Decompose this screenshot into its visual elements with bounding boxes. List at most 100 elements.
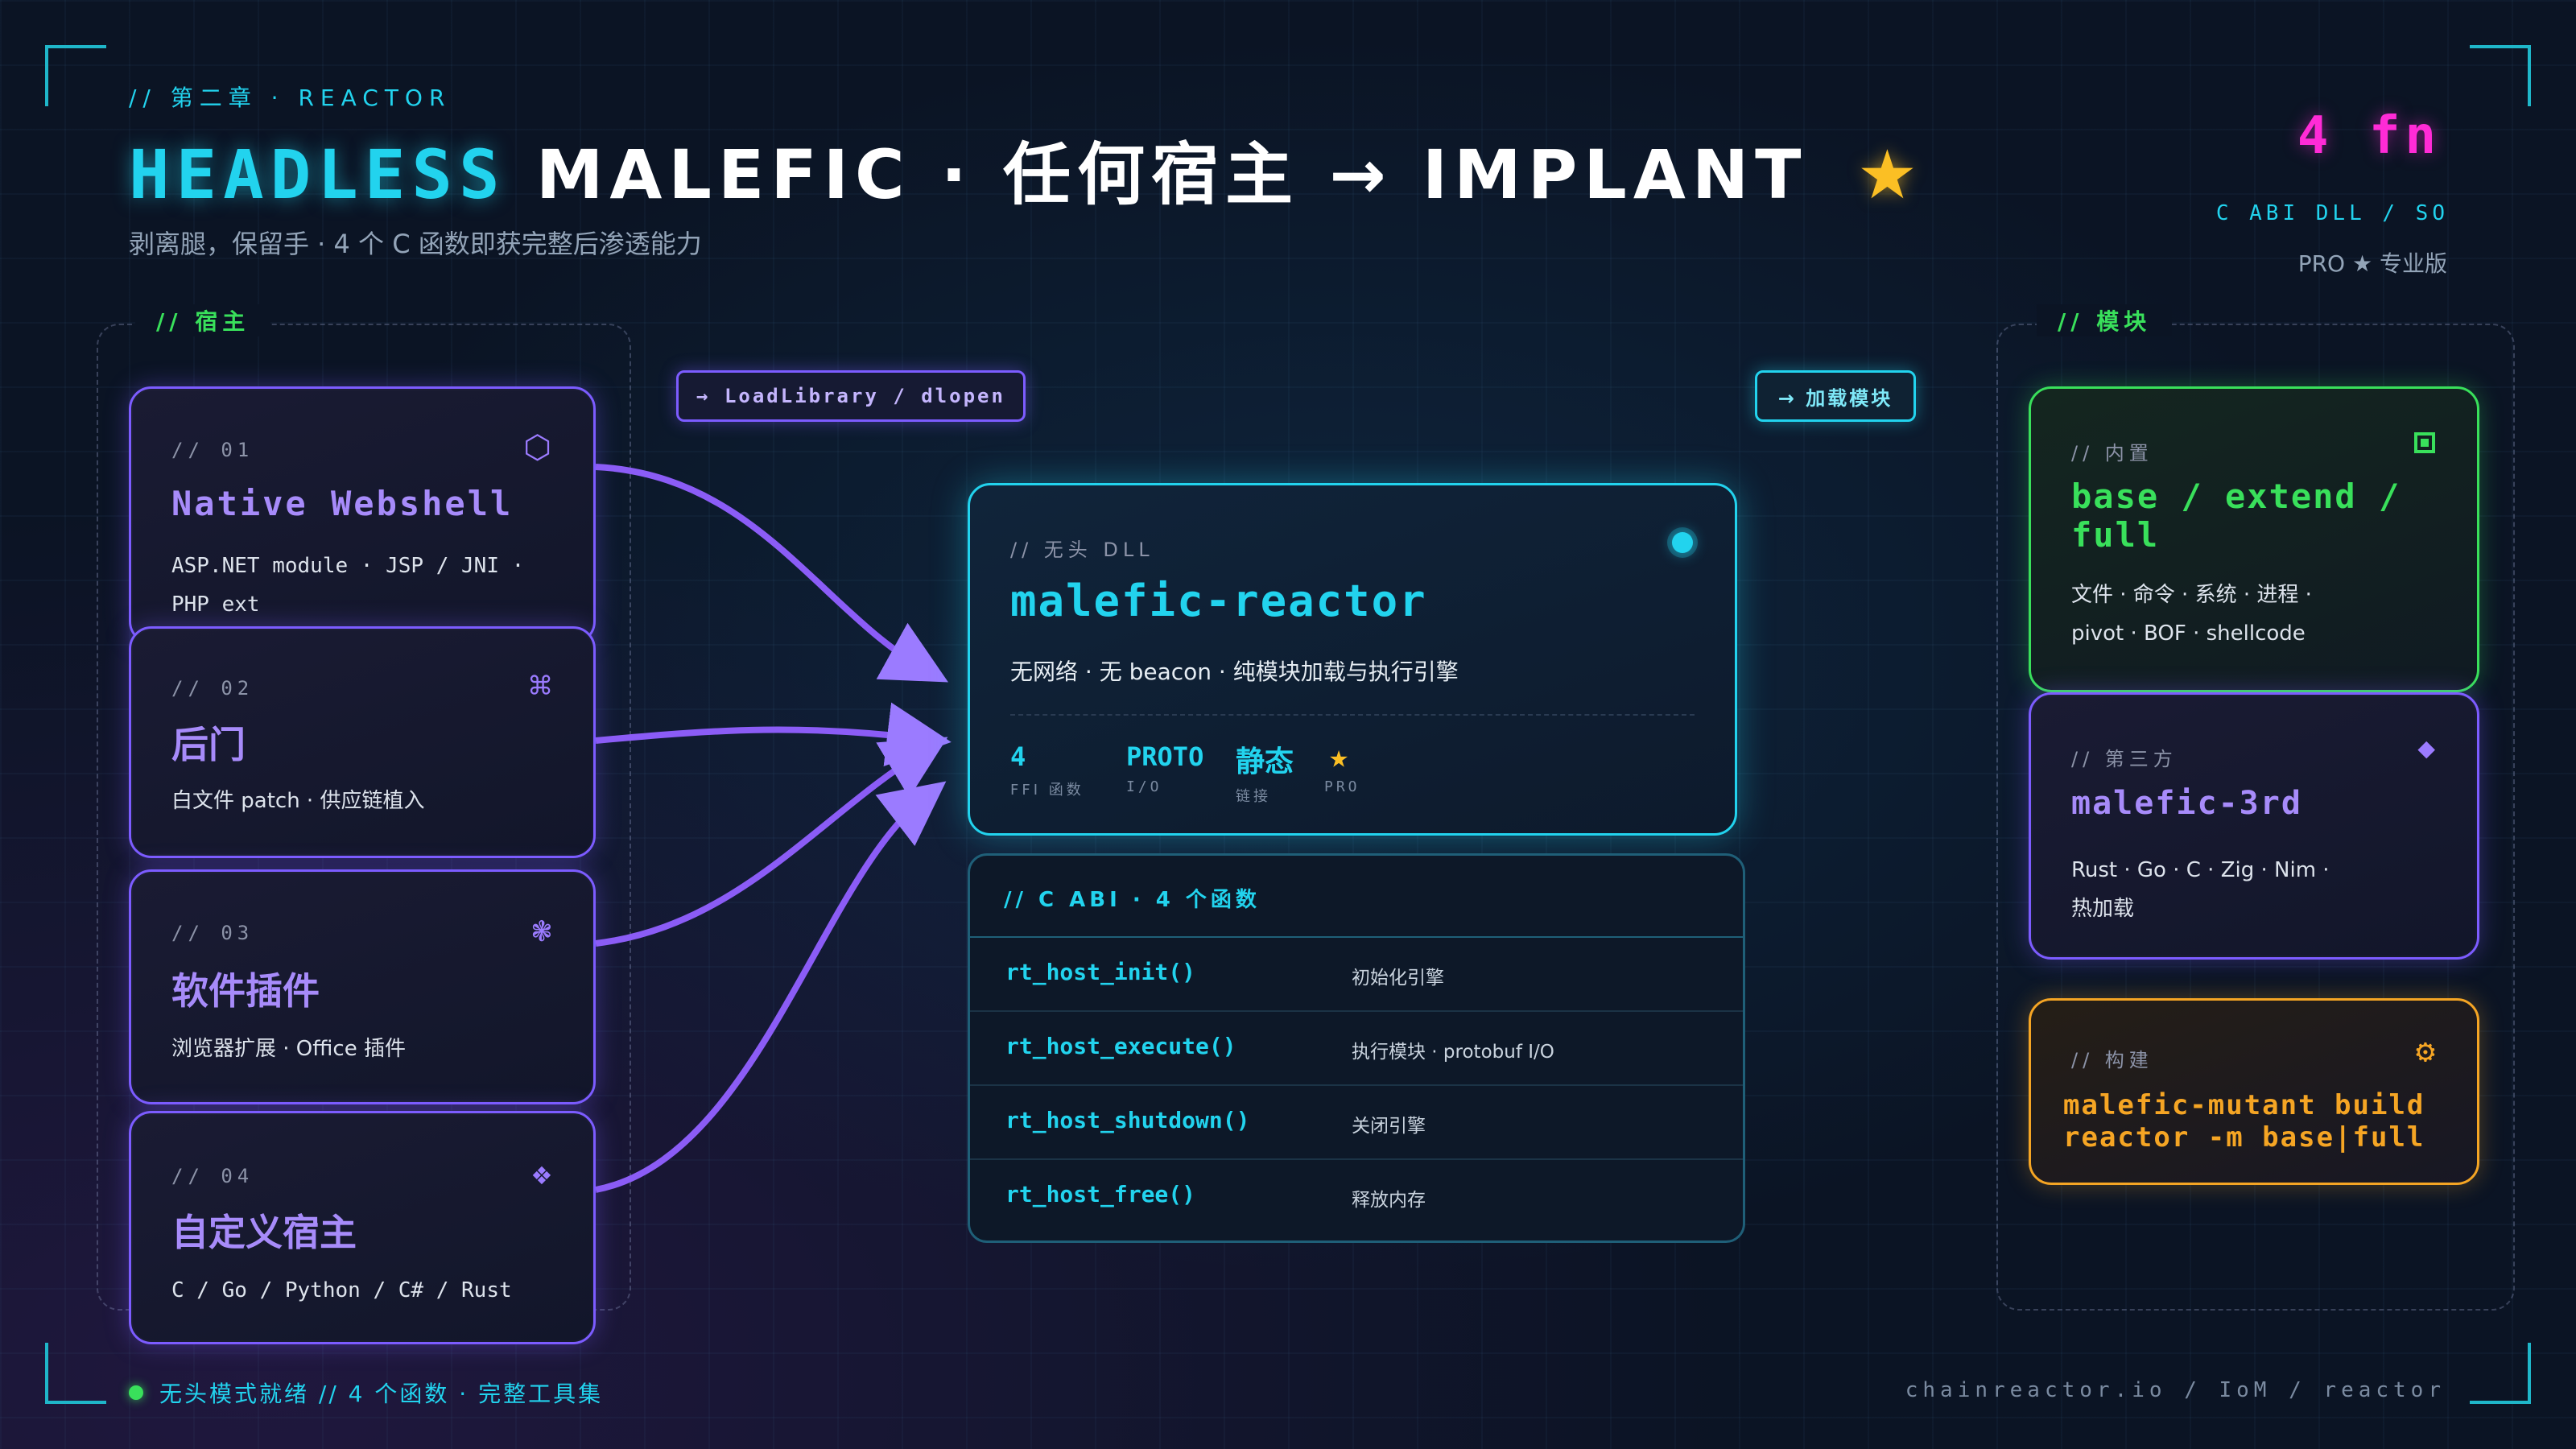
corner-bracket-bottom-left bbox=[45, 1343, 106, 1404]
page-subtitle: 剥离腿，保留手 · 4 个 C 函数即获完整后渗透能力 bbox=[129, 229, 702, 259]
corner-bracket-top-right bbox=[2470, 45, 2531, 106]
host-card-desc: 白文件 patch · 供应链植入 bbox=[171, 789, 425, 813]
flow-arrow-custom bbox=[595, 781, 947, 1193]
stat-label: FFI 函数 bbox=[1010, 782, 1084, 799]
function-count: 4 fn bbox=[2297, 106, 2441, 166]
function-name: rt_host_free() bbox=[1005, 1181, 1196, 1208]
command-icon: ⌘ bbox=[529, 664, 551, 708]
host-card-software-plugin[interactable]: // 03 ❃ 软件插件 浏览器扩展 · Office 插件 bbox=[129, 869, 596, 1104]
module-card-desc-line-1: Rust · Go · C · Zig · Nim · bbox=[2071, 858, 2330, 882]
star-icon: ★ bbox=[1329, 738, 1349, 775]
host-card-kicker: // 02 bbox=[171, 677, 254, 700]
stat-io: PROTO I/O bbox=[1126, 741, 1203, 795]
build-command-line-2: reactor -m base|full bbox=[2063, 1121, 2425, 1154]
function-name: rt_host_execute() bbox=[1005, 1033, 1236, 1059]
reactor-title: malefic-reactor bbox=[1010, 576, 1427, 626]
host-card-custom-host[interactable]: // 04 ❖ 自定义宿主 C / Go / Python / C# / Rus… bbox=[129, 1111, 596, 1344]
hexagon-icon: ⬡ bbox=[523, 429, 551, 466]
module-card-builtin[interactable]: // 内置 base / extend / full 文件 · 命令 · 系统 … bbox=[2029, 386, 2479, 692]
table-row[interactable]: rt_host_execute() 执行模块 · protobuf I/O bbox=[970, 1010, 1743, 1086]
table-row[interactable]: rt_host_shutdown() 关闭引擎 bbox=[970, 1084, 1743, 1160]
host-card-kicker: // 04 bbox=[171, 1165, 254, 1187]
build-command: malefic-mutant build reactor -m base|ful… bbox=[2063, 1089, 2425, 1154]
abi-function-table: // C ABI · 4 个函数 rt_host_init() 初始化引擎 rt… bbox=[968, 853, 1745, 1243]
abi-format-line: C ABI DLL / SO bbox=[2215, 201, 2449, 225]
chapter-kicker: // 第二章 · REACTOR bbox=[129, 85, 452, 111]
function-desc: 初始化引擎 bbox=[1352, 968, 1444, 989]
stat-ffi: 4 FFI 函数 bbox=[1010, 741, 1084, 799]
corner-bracket-bottom-right bbox=[2470, 1343, 2531, 1404]
module-panel bbox=[1996, 324, 2515, 1311]
module-card-desc: 文件 · 命令 · 系统 · 进程 · pivot · BOF · shellc… bbox=[2071, 576, 2312, 653]
diamond-icon: ❖ bbox=[531, 1155, 551, 1192]
host-card-kicker: // 01 bbox=[171, 439, 254, 461]
loadlibrary-label: → LoadLibrary / dlopen bbox=[676, 370, 1026, 422]
footer-url[interactable]: chainreactor.io / IoM / reactor bbox=[1905, 1378, 2446, 1402]
function-name: rt_host_init() bbox=[1005, 959, 1196, 985]
host-card-title: Native Webshell bbox=[171, 484, 514, 523]
stat-link: 静态 链接 bbox=[1236, 738, 1294, 806]
host-card-backdoor[interactable]: // 02 ⌘ 后门 白文件 patch · 供应链植入 bbox=[129, 626, 596, 858]
load-module-label: → 加载模块 bbox=[1755, 370, 1916, 422]
gear-icon: ⚙ bbox=[2415, 1033, 2435, 1070]
host-card-kicker: // 03 bbox=[171, 922, 254, 944]
star-icon: ★ bbox=[1856, 135, 1924, 214]
module-card-desc-line-1: 文件 · 命令 · 系统 · 进程 · bbox=[2071, 583, 2312, 607]
stat-label: PRO bbox=[1324, 778, 1360, 795]
module-card-desc-line-2: 热加载 bbox=[2071, 897, 2135, 921]
reactor-divider bbox=[1010, 714, 1695, 716]
reactor-desc: 无网络 · 无 beacon · 纯模块加载与执行引擎 bbox=[1010, 658, 1459, 685]
host-panel-tag: // 宿主 bbox=[135, 304, 271, 336]
host-card-desc: C / Go / Python / C# / Rust bbox=[171, 1278, 512, 1302]
function-desc: 释放内存 bbox=[1352, 1190, 1426, 1211]
module-card-build[interactable]: // 构建 ⚙ malefic-mutant build reactor -m … bbox=[2029, 998, 2479, 1185]
flow-arrow-webshell bbox=[595, 464, 948, 683]
stat-value: 静态 bbox=[1236, 745, 1294, 778]
table-row[interactable]: rt_host_init() 初始化引擎 bbox=[970, 936, 1743, 1012]
abi-table-header: // C ABI · 4 个函数 bbox=[1004, 888, 1261, 912]
host-card-desc-line-1: ASP.NET module · JSP / JNI · bbox=[171, 554, 525, 578]
title-rest: MALEFIC · 任何宿主 → IMPLANT bbox=[535, 135, 1808, 214]
status-footer: 无头模式就绪 // 4 个函数 · 完整工具集 bbox=[129, 1377, 603, 1409]
host-card-desc-line-2: PHP ext bbox=[171, 592, 260, 617]
module-card-kicker: // 内置 bbox=[2071, 442, 2153, 464]
host-card-title: 软件插件 bbox=[171, 969, 320, 1013]
square-icon-inner bbox=[2421, 439, 2429, 447]
page-title: HEADLESS MALEFIC · 任何宿主 → IMPLANT ★ bbox=[129, 121, 1924, 218]
reactor-kicker: // 无头 DLL bbox=[1010, 539, 1154, 561]
host-card-desc: ASP.NET module · JSP / JNI · PHP ext bbox=[171, 547, 524, 624]
module-card-3rd[interactable]: // 第三方 ◆ malefic-3rd Rust · Go · C · Zig… bbox=[2029, 692, 2479, 960]
host-card-desc: 浏览器扩展 · Office 插件 bbox=[171, 1037, 406, 1061]
module-card-kicker: // 构建 bbox=[2071, 1049, 2153, 1071]
status-dot-icon bbox=[129, 1385, 143, 1400]
module-card-desc-line-2: pivot · BOF · shellcode bbox=[2071, 621, 2306, 646]
module-card-title: base / extend / full bbox=[2071, 477, 2401, 555]
module-panel-tag: // 模块 bbox=[2037, 304, 2173, 336]
module-card-kicker: // 第三方 bbox=[2071, 748, 2178, 770]
status-dot-icon bbox=[1672, 532, 1693, 553]
stat-value: PROTO bbox=[1126, 741, 1204, 772]
title-headless: HEADLESS bbox=[129, 135, 506, 214]
host-card-title: 自定义宿主 bbox=[171, 1211, 357, 1254]
function-desc: 关闭引擎 bbox=[1352, 1116, 1426, 1137]
flow-arrow-backdoor bbox=[595, 702, 952, 767]
flow-arrow-plugin bbox=[595, 737, 948, 947]
table-row[interactable]: rt_host_free() 释放内存 bbox=[970, 1158, 1743, 1234]
reactor-card[interactable]: // 无头 DLL malefic-reactor 无网络 · 无 beacon… bbox=[968, 483, 1737, 836]
module-card-desc: Rust · Go · C · Zig · Nim · 热加载 bbox=[2071, 851, 2330, 928]
corner-bracket-top-left bbox=[45, 45, 106, 106]
function-name: rt_host_shutdown() bbox=[1005, 1107, 1250, 1133]
stat-label: 链接 bbox=[1236, 788, 1271, 805]
diamond-icon: ◆ bbox=[2417, 732, 2435, 765]
module-card-title: malefic-3rd bbox=[2071, 785, 2302, 822]
host-card-title: 后门 bbox=[171, 723, 246, 766]
function-desc: 执行模块 · protobuf I/O bbox=[1352, 1042, 1554, 1063]
stat-pro: ★ PRO bbox=[1324, 738, 1360, 795]
square-icon bbox=[2414, 432, 2435, 453]
flower-icon: ❃ bbox=[531, 912, 551, 949]
status-text: 无头模式就绪 // 4 个函数 · 完整工具集 bbox=[159, 1381, 604, 1407]
build-command-line-1: malefic-mutant build bbox=[2063, 1089, 2425, 1121]
stat-value: 4 bbox=[1010, 741, 1026, 772]
pro-edition-line: PRO ★ 专业版 bbox=[2297, 250, 2447, 277]
